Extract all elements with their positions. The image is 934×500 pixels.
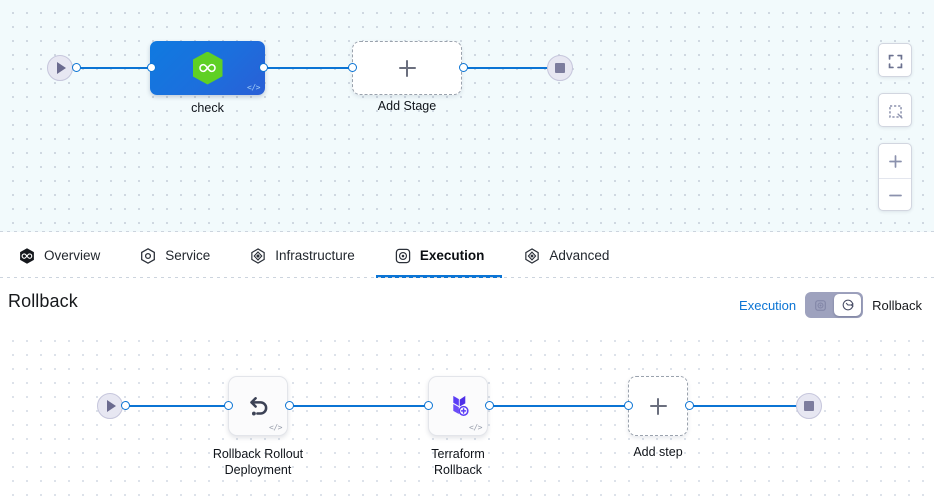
- port-step2-out[interactable]: [485, 401, 494, 410]
- tab-service[interactable]: Service: [139, 233, 210, 278]
- stage-end-node[interactable]: [547, 55, 573, 81]
- play-icon: [106, 400, 116, 412]
- tab-label-infrastructure: Infrastructure: [275, 248, 355, 263]
- play-icon: [56, 62, 66, 74]
- add-stage-node[interactable]: [352, 41, 462, 95]
- port-check-out[interactable]: [259, 63, 268, 72]
- step-label-terraform-rollback: Terraform Rollback: [431, 447, 485, 477]
- stop-icon: [555, 63, 565, 73]
- rollback-clock-icon: [842, 299, 854, 311]
- port-addstep-in[interactable]: [624, 401, 633, 410]
- connector-addstage-to-end: [462, 67, 558, 69]
- step-label-rollback-rollout-deployment: Rollback Rollout Deployment: [212, 447, 304, 477]
- undo-arrow-icon: [249, 396, 267, 415]
- step-node-rollback-rollout-deployment[interactable]: </>: [228, 376, 288, 436]
- zoom-controls[interactable]: [878, 143, 912, 211]
- stage-start-node[interactable]: [47, 55, 73, 81]
- execution-rollback-toggle-group: Execution: [739, 292, 922, 318]
- connector-step2-to-addstep: [488, 405, 632, 407]
- tab-label-execution: Execution: [419, 248, 485, 263]
- add-step-node[interactable]: [628, 376, 688, 436]
- fit-to-screen-button[interactable]: [879, 44, 911, 78]
- stage-label-check: check: [191, 101, 224, 115]
- tab-label-service: Service: [165, 248, 211, 263]
- execution-icon: [815, 299, 826, 311]
- toggle-option-execution[interactable]: [807, 294, 834, 316]
- plus-icon: [398, 59, 416, 77]
- tab-label-overview: Overview: [44, 248, 101, 263]
- rollback-start-node[interactable]: [97, 393, 123, 419]
- select-area-button[interactable]: [879, 94, 911, 128]
- connector-start-to-step1: [126, 405, 232, 407]
- stage-graph-canvas[interactable]: </> check Add Stage: [0, 0, 934, 232]
- zoom-in-button[interactable]: [879, 144, 911, 178]
- harness-hexagon-filled-icon: [20, 247, 34, 264]
- connector-addstep-to-end: [688, 405, 806, 407]
- port-step1-out[interactable]: [285, 401, 294, 410]
- tab-label-advanced: Advanced: [549, 248, 610, 263]
- terraform-icon: [453, 395, 469, 416]
- add-step-label: Add step: [633, 445, 683, 459]
- code-marker: </>: [469, 423, 482, 432]
- service-hexagon-icon: [141, 247, 156, 264]
- execution-rollback-toggle[interactable]: [805, 292, 864, 318]
- add-stage-label: Add Stage: [377, 99, 437, 113]
- dashed-square-icon: [888, 104, 903, 119]
- toggle-label-rollback[interactable]: Rollback: [872, 297, 922, 313]
- toggle-option-rollback[interactable]: [834, 294, 862, 316]
- connector-start-to-check: [76, 67, 156, 69]
- select-area-control[interactable]: [878, 93, 912, 127]
- infrastructure-layers-icon: [251, 247, 266, 264]
- tab-overview[interactable]: Overview: [18, 233, 100, 278]
- fit-to-screen-control[interactable]: [878, 43, 912, 77]
- tab-execution[interactable]: Execution: [375, 233, 503, 278]
- port-rb-start-out[interactable]: [121, 401, 130, 410]
- fullscreen-icon: [888, 54, 902, 68]
- page-title: Rollback: [8, 291, 78, 311]
- port-addstep-out[interactable]: [685, 401, 694, 410]
- tab-advanced[interactable]: Advanced: [523, 233, 609, 278]
- stop-icon: [804, 401, 814, 411]
- port-check-in[interactable]: [147, 63, 156, 72]
- minus-icon: [888, 194, 902, 197]
- port-step2-in[interactable]: [424, 401, 433, 410]
- zoom-out-button[interactable]: [879, 178, 911, 212]
- rollback-header: Rollback Execution: [0, 278, 934, 330]
- tab-infrastructure[interactable]: Infrastructure: [249, 233, 355, 278]
- stage-config-tabs: Overview Service Infrastructure Exe: [0, 233, 934, 278]
- connector-check-to-addstage: [262, 67, 356, 69]
- stage-node-check[interactable]: </>: [150, 41, 265, 95]
- port-addstage-in[interactable]: [348, 63, 357, 72]
- rollback-graph-canvas[interactable]: </> Rollback Rollout Deployment </> Terr…: [0, 330, 934, 500]
- code-marker: </>: [269, 423, 282, 432]
- harness-hexagon-icon: [192, 51, 223, 85]
- port-step1-in[interactable]: [224, 401, 233, 410]
- plus-icon: [888, 154, 902, 168]
- execution-icon: [395, 248, 411, 263]
- advanced-layers-icon: [525, 247, 540, 264]
- code-marker: </>: [247, 83, 260, 92]
- rollback-end-node[interactable]: [796, 393, 822, 419]
- port-addstage-out[interactable]: [459, 63, 468, 72]
- toggle-label-execution[interactable]: Execution: [739, 297, 797, 313]
- connector-step1-to-step2: [288, 405, 432, 407]
- step-node-terraform-rollback[interactable]: </>: [428, 376, 488, 436]
- plus-icon: [649, 397, 667, 415]
- port-start-out[interactable]: [72, 63, 81, 72]
